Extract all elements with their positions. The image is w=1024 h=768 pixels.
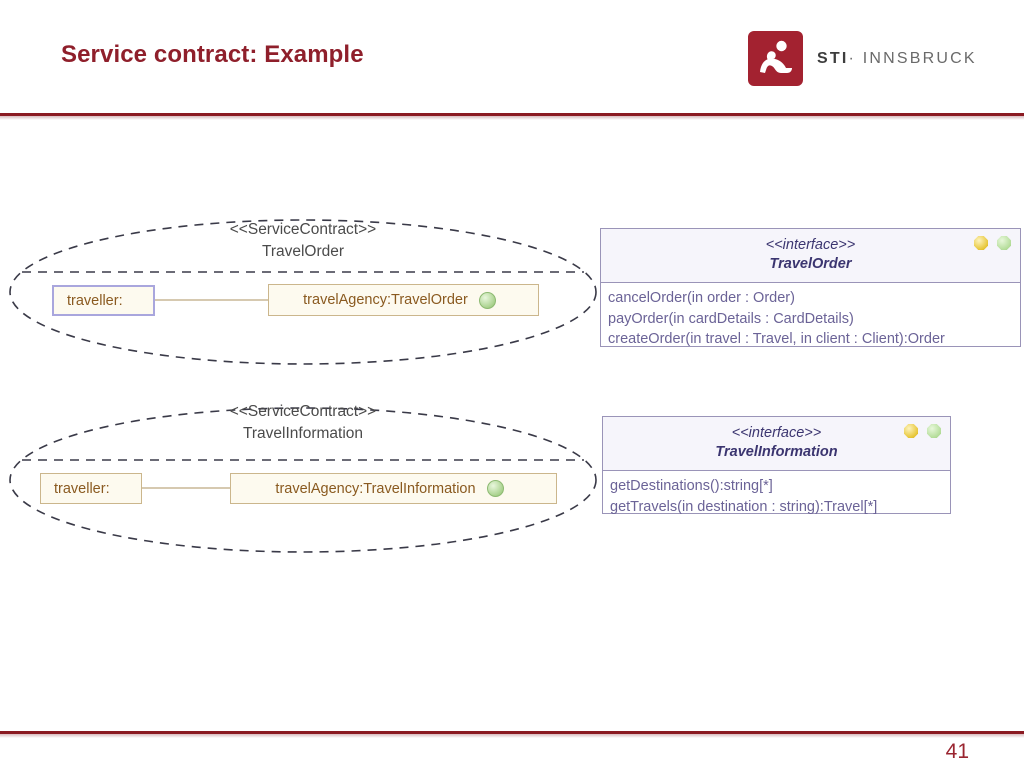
part-label: traveller: [54, 480, 110, 497]
contract-stereotype: <<ServiceContract>> [229, 403, 377, 420]
interface-box-travelorder[interactable]: <<interface>> TravelOrder cancelOrder(in… [600, 228, 1021, 347]
interface-name: TravelInformation [715, 444, 838, 460]
operation-item: cancelOrder(in order : Order) [608, 290, 795, 306]
part-box-traveller-travelorder[interactable]: traveller: [52, 285, 155, 316]
footer-divider [0, 731, 1024, 734]
interface-stereotype: <<interface>> [765, 237, 856, 253]
operation-item: getTravels(in destination : string):Trav… [610, 498, 878, 515]
diagram-canvas: <<ServiceContract>> TravelOrder travelle… [0, 120, 1024, 730]
logo-text-separator: · [848, 49, 857, 67]
interface-header: <<interface>> TravelInformation [603, 417, 950, 471]
contract-label-travelorder: <<ServiceContract>> TravelOrder [113, 219, 493, 263]
contract-stereotype: <<ServiceContract>> [229, 221, 377, 238]
provided-interface-ball-icon [478, 291, 496, 309]
page-number: 41 [945, 740, 969, 763]
part-label: travelAgency:TravelInformation [275, 480, 476, 497]
logo-text-rest: INNSBRUCK [862, 49, 977, 67]
logo: STI· INNSBRUCK [748, 31, 977, 86]
part-box-travelagency-travelinformation[interactable]: travelAgency:TravelInformation [230, 473, 557, 504]
operation-item: getDestinations():string[*] [610, 478, 773, 494]
contract-ellipse-travelorder [9, 219, 597, 365]
contract-ellipse-travelinformation [9, 407, 597, 553]
contract-shapes [9, 219, 597, 553]
page-title: Service contract: Example [61, 41, 364, 68]
operation-item: payOrder(in cardDetails : CardDetails) [608, 310, 854, 327]
contract-name: TravelInformation [242, 425, 364, 442]
operation-item: createOrder(in travel : Travel, in clien… [608, 331, 945, 347]
header-divider [0, 113, 1024, 116]
interface-header: <<interface>> TravelOrder [601, 229, 1020, 283]
gold-hexagon-icon [904, 424, 918, 438]
sti-innsbruck-logo-mark-icon [748, 31, 803, 86]
part-label: traveller: [67, 292, 123, 309]
provided-interface-ball-icon [486, 480, 504, 497]
contract-label-travelinformation: <<ServiceContract>> TravelInformation [113, 401, 493, 445]
interface-operations: getDestinations():string[*] getTravels(i… [603, 471, 950, 523]
part-label: travelAgency:TravelOrder [303, 292, 468, 308]
logo-text: STI· INNSBRUCK [817, 50, 977, 68]
footer-divider-shadow [0, 734, 1024, 738]
interface-icons [974, 236, 1011, 250]
contract-name: TravelOrder [261, 243, 345, 260]
gold-hexagon-icon [974, 236, 988, 250]
interface-icons [904, 424, 941, 438]
green-hexagon-icon [927, 424, 941, 438]
logo-text-bold: STI [817, 49, 849, 67]
interface-box-travelinformation[interactable]: <<interface>> TravelInformation getDesti… [602, 416, 951, 515]
part-box-travelagency-travelorder[interactable]: travelAgency:TravelOrder [268, 284, 539, 316]
interface-name: TravelOrder [769, 256, 852, 272]
interface-operations: cancelOrder(in order : Order) payOrder(i… [601, 283, 1020, 356]
interface-stereotype: <<interface>> [731, 425, 822, 441]
green-hexagon-icon [997, 236, 1011, 250]
header-divider-shadow [0, 116, 1024, 120]
part-box-traveller-travelinformation[interactable]: traveller: [40, 473, 142, 504]
